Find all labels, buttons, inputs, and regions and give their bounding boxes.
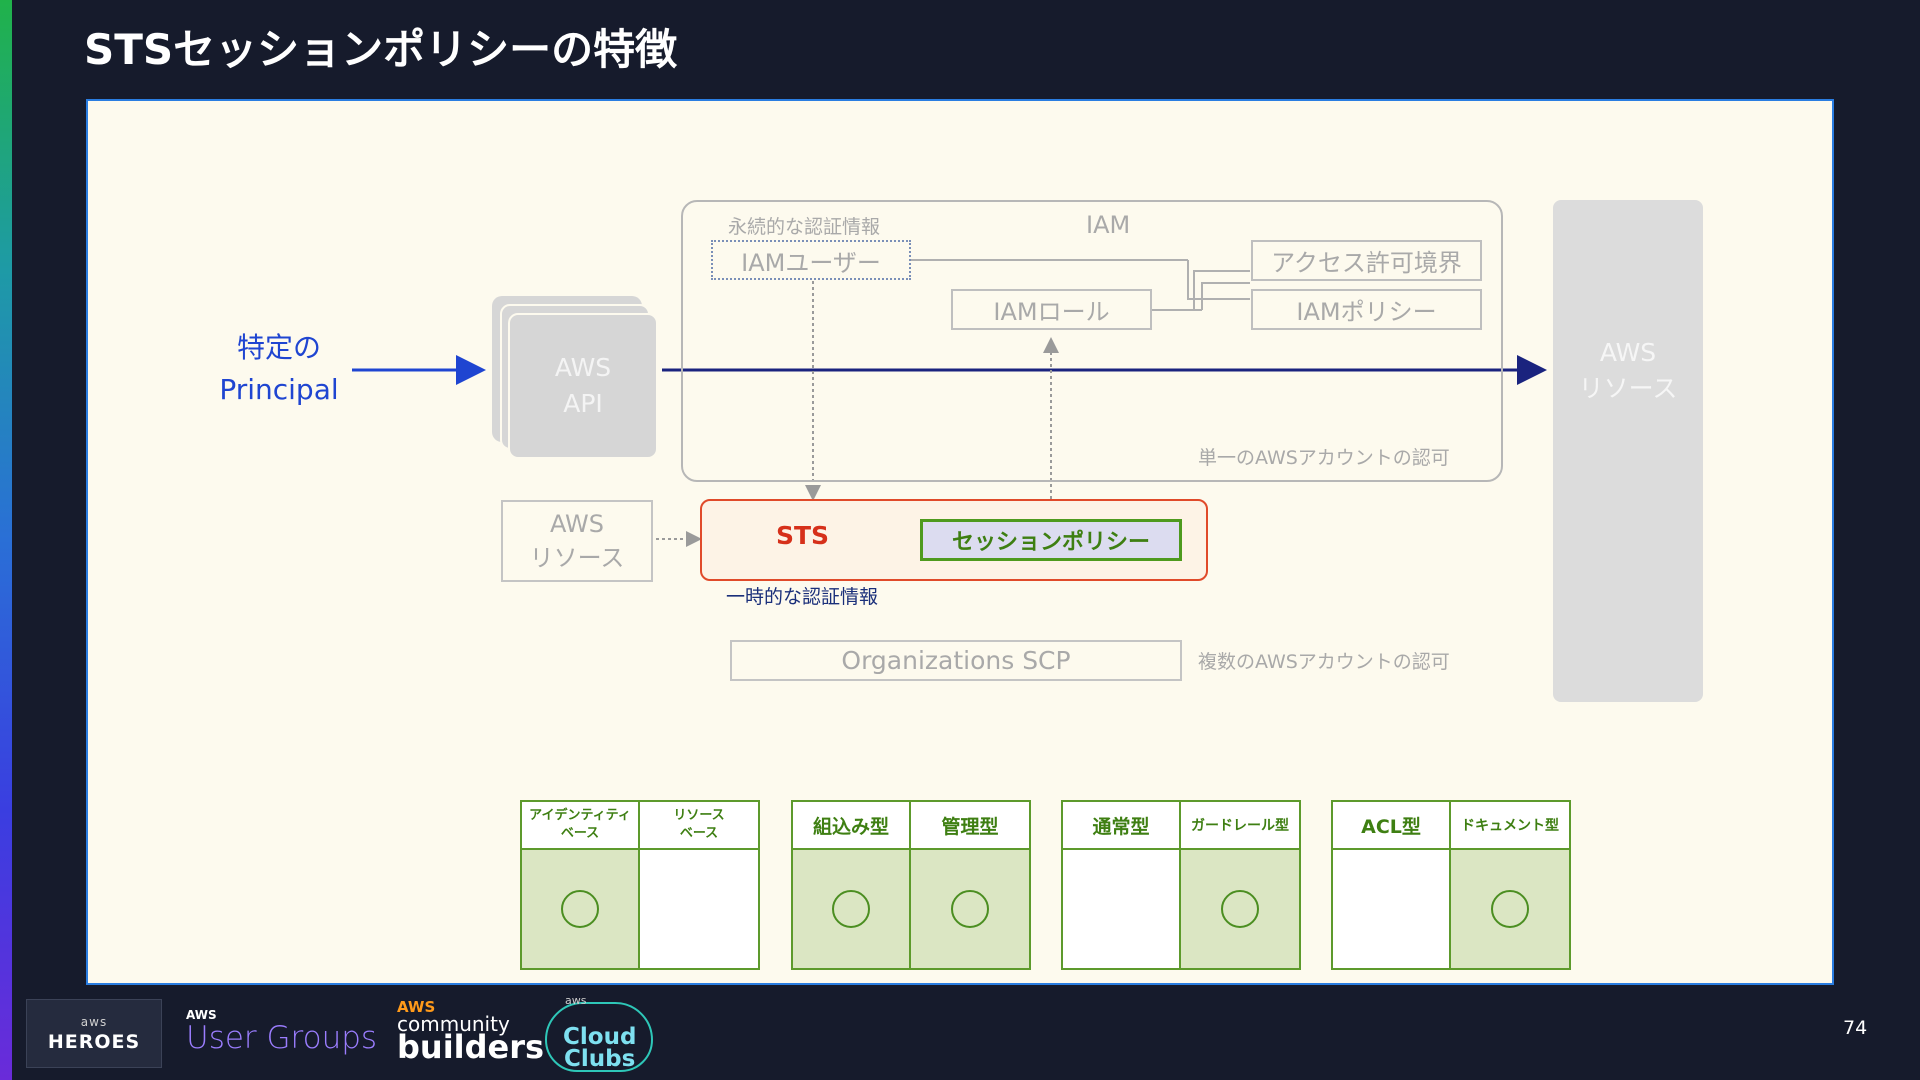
cloud-icon — [545, 1002, 653, 1072]
aws-resource-big-line2: リソース — [1578, 374, 1678, 403]
table-header-acl: ACL型 — [1333, 802, 1451, 850]
check-circle-icon — [1221, 890, 1259, 928]
principal-label: 特定の Principal — [199, 327, 359, 411]
org-scp-box: Organizations SCP — [730, 640, 1182, 681]
aws-resource-big-line1: AWS — [1599, 338, 1657, 367]
iam-policy-box: IAMポリシー — [1251, 289, 1482, 330]
principal-line1: 特定の — [236, 331, 321, 364]
aws-api-card: AWS API — [508, 313, 658, 459]
persistent-cred-label: 永続的な認証情報 — [728, 216, 881, 238]
heroes-word: HEROES — [47, 1030, 141, 1053]
iam-frame — [681, 200, 1503, 482]
aws-heroes-logo: aws HEROES — [26, 999, 162, 1068]
table-cell-identity — [522, 850, 640, 968]
bracket-line-a — [1187, 260, 1250, 300]
aws-resource-target: AWS リソース — [1553, 200, 1703, 702]
cloud-clubs-line1: Cloud — [563, 1024, 637, 1050]
aws-resource-source: AWS リソース — [501, 500, 653, 582]
api-line1: AWS — [554, 353, 612, 382]
aws-resource-small-line1: AWS — [549, 510, 605, 538]
policy-table-normal-guardrail: 通常型 ガードレール型 — [1061, 800, 1301, 970]
aws-cloud-clubs-logo: aws Cloud Clubs — [543, 988, 655, 1072]
bracket-line-b — [1193, 270, 1250, 310]
table-header-inline: 組込み型 — [793, 802, 911, 850]
iam-title: IAM — [1086, 211, 1131, 239]
check-circle-icon — [832, 890, 870, 928]
slide-title: STSセッションポリシーの特徴 — [84, 25, 678, 74]
single-account-auth-label: 単一のAWSアカウントの認可 — [1198, 447, 1450, 469]
iam-role-box: IAMロール — [951, 289, 1152, 330]
aws-user-groups-logo: AWS User Groups — [186, 1008, 377, 1056]
cloud-clubs-word: Cloud Clubs — [563, 1024, 637, 1072]
table-header-normal: 通常型 — [1063, 802, 1181, 850]
table-cell-normal — [1063, 850, 1181, 968]
table-cell-resource — [640, 850, 758, 968]
page-number: 74 — [1843, 1017, 1868, 1039]
cloud-clubs-line2: Clubs — [564, 1046, 636, 1072]
multi-account-auth-label: 複数のAWSアカウントの認可 — [1198, 651, 1450, 673]
check-circle-icon — [561, 890, 599, 928]
table-header-resource: リソース ベース — [640, 802, 758, 850]
iam-user-box: IAMユーザー — [711, 240, 911, 280]
table-cell-acl — [1333, 850, 1451, 968]
heroes-aws-text: aws — [80, 1014, 108, 1029]
table-cell-managed — [911, 850, 1029, 968]
accent-gradient-bar — [0, 0, 12, 1080]
aws-community-builders-logo: AWS community builders — [397, 998, 544, 1066]
policy-table-identity-resource: アイデンティティ ベース リソース ベース — [520, 800, 760, 970]
policy-table-inline-managed: 組込み型 管理型 — [791, 800, 1031, 970]
table-header-document: ドキュメント型 — [1451, 802, 1569, 850]
user-groups-word: User Groups — [186, 1020, 378, 1056]
policy-table-acl-document: ACL型 ドキュメント型 — [1331, 800, 1571, 970]
check-circle-icon — [951, 890, 989, 928]
builders-word: builders — [397, 1028, 545, 1066]
connector-lines — [352, 259, 1547, 547]
table-cell-document — [1451, 850, 1569, 968]
user-groups-aws-text: AWS — [186, 1008, 217, 1022]
table-cell-guardrail — [1181, 850, 1299, 968]
table-header-managed: 管理型 — [911, 802, 1029, 850]
table-cell-inline — [793, 850, 911, 968]
principal-line2: Principal — [219, 373, 339, 406]
bracket-line-c — [1201, 282, 1250, 310]
session-policy-box: セッションポリシー — [920, 519, 1182, 561]
permission-boundary-box: アクセス許可境界 — [1251, 240, 1482, 281]
aws-resource-small-line2: リソース — [529, 544, 625, 572]
api-line2: API — [563, 389, 603, 418]
temp-cred-label: 一時的な認証情報 — [726, 586, 879, 608]
diagram-canvas: 特定の Principal AWS API IAM 永続的な認証情報 IAMユー… — [86, 99, 1834, 985]
table-header-identity: アイデンティティ ベース — [522, 802, 640, 850]
sts-box: STS セッションポリシー — [700, 499, 1208, 581]
community-aws-text: AWS — [397, 998, 436, 1016]
table-header-guardrail: ガードレール型 — [1181, 802, 1299, 850]
check-circle-icon — [1491, 890, 1529, 928]
community-word: community — [397, 1012, 510, 1036]
sts-label: STS — [776, 521, 830, 550]
cloud-clubs-aws-text: aws — [565, 994, 587, 1007]
